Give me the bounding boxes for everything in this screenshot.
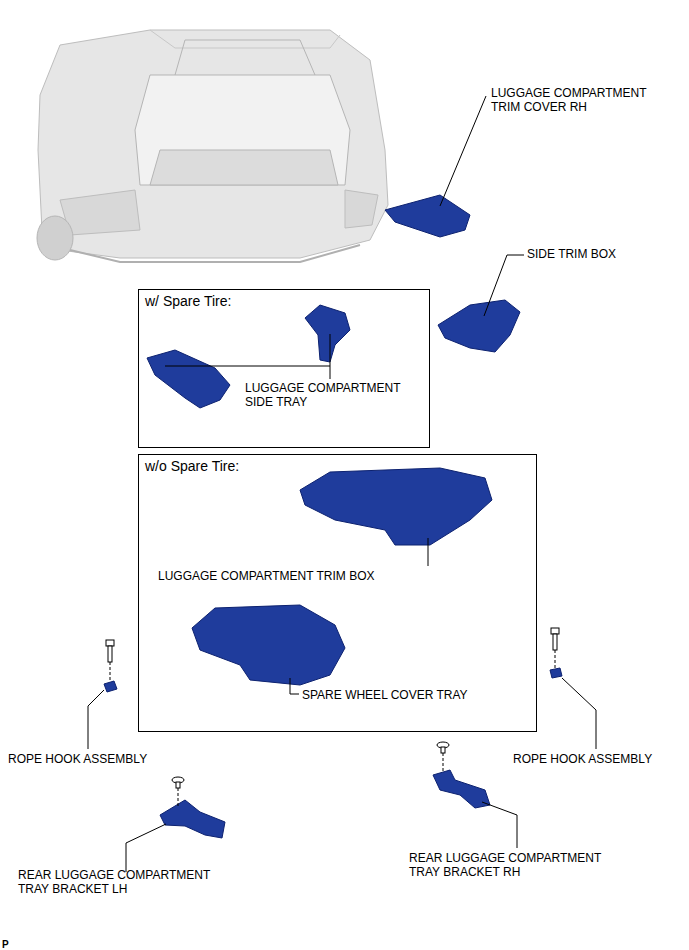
frame-heading: w/ Spare Tire: <box>139 290 237 312</box>
page-mark: P <box>2 938 9 950</box>
vehicle-illustration <box>37 30 388 262</box>
part-name: ROPE HOOK ASSEMBLY <box>513 752 652 766</box>
frame-heading: w/o Spare Tire: <box>139 455 245 477</box>
part-name: SPARE WHEEL COVER TRAY <box>302 688 468 702</box>
part-name: LUGGAGE COMPARTMENT TRIM COVER RH <box>491 86 659 114</box>
option-frame: w/ Spare Tire: <box>138 289 430 448</box>
fastener-symbols <box>106 628 559 788</box>
part-name: LUGGAGE COMPARTMENT SIDE TRAY <box>245 381 413 409</box>
part-name: REAR LUGGAGE COMPARTMENT TRAY BRACKET RH <box>409 851 614 879</box>
part-name: LUGGAGE COMPARTMENT TRIM BOX <box>158 569 374 583</box>
part-name: ROPE HOOK ASSEMBLY <box>8 752 147 766</box>
part-name: REAR LUGGAGE COMPARTMENT TRAY BRACKET LH <box>18 868 223 896</box>
part-shapes <box>104 195 562 838</box>
install-lines <box>110 650 555 806</box>
part-name: SIDE TRIM BOX <box>527 247 616 261</box>
